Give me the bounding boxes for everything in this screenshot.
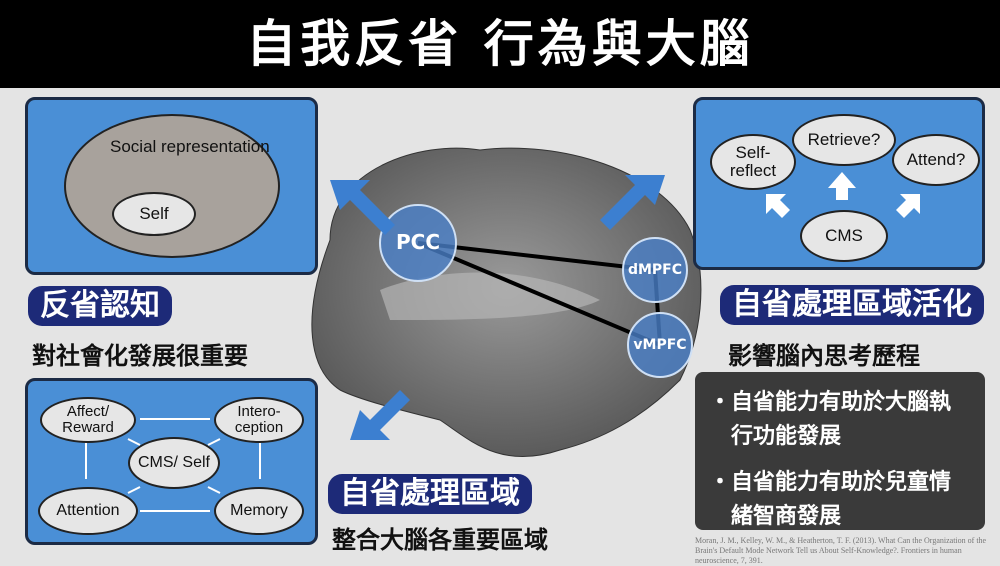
self-reflection-process-panel: Self- reflect Retrieve? Attend? CMS xyxy=(693,97,985,270)
connection-line xyxy=(417,241,661,347)
bullet-item: ・自省能力有助於兒童情緒智商發展 xyxy=(709,466,971,534)
cms-self-node: CMS/ Self xyxy=(128,437,220,489)
arrow-up-right-icon xyxy=(896,194,920,218)
self-processing-label: 自省處理區域 xyxy=(328,474,532,514)
arrow-up-right-icon xyxy=(600,175,665,230)
bullet-text: 自省能力有助於大腦執行功能發展 xyxy=(731,390,952,449)
arrow-up-left-icon xyxy=(330,180,395,235)
retrieve-node: Retrieve? xyxy=(792,114,896,166)
page-title: 自我反省 行為與大腦 xyxy=(0,0,1000,88)
arrow xyxy=(127,486,141,494)
arrow xyxy=(127,438,141,446)
arrow-up-icon xyxy=(828,172,856,200)
connection-line xyxy=(417,241,656,272)
dmpfc-region xyxy=(622,237,688,303)
bullet-mark: ・ xyxy=(709,470,732,495)
cms-node: CMS xyxy=(800,210,888,262)
self-processing-subtitle: 整合大腦各重要區域 xyxy=(332,526,548,554)
pcc-region xyxy=(379,204,457,282)
self-processing-activation-subtitle: 影響腦內思考歷程 xyxy=(728,342,920,370)
pcc-label: PCC xyxy=(395,230,440,254)
social-representation-panel: Social representation Self xyxy=(25,97,318,275)
arrow xyxy=(207,486,221,494)
reflection-cognition-label: 反省認知 xyxy=(28,286,172,326)
attend-node: Attend? xyxy=(892,134,980,186)
citation: Moran, J. M., Kelley, W. M., & Heatherto… xyxy=(695,536,987,565)
self-reflect-node: Self- reflect xyxy=(710,134,796,190)
self-ellipse: Self xyxy=(112,192,196,236)
vmpfc-region xyxy=(627,312,693,378)
dmpfc-label: dMPFC xyxy=(627,262,683,278)
arrow-down-left-icon xyxy=(350,390,410,440)
arrow-up-left-icon xyxy=(766,194,790,218)
bullet-mark: ・ xyxy=(709,390,732,415)
reflection-cognition-subtitle: 對社會化發展很重要 xyxy=(32,342,248,370)
affect-reward-node: Affect/ Reward xyxy=(40,397,136,443)
bullet-box: ・自省能力有助於大腦執行功能發展 ・自省能力有助於兒童情緒智商發展 xyxy=(695,372,985,530)
arrow xyxy=(207,438,221,446)
cms-network-panel: Affect/ Reward Intero- ception CMS/ Self… xyxy=(25,378,318,545)
bullet-text: 自省能力有助於兒童情緒智商發展 xyxy=(731,470,952,529)
social-representation-ellipse: Social representation xyxy=(64,114,280,258)
bullet-item: ・自省能力有助於大腦執行功能發展 xyxy=(709,386,971,454)
interoception-node: Intero- ception xyxy=(214,397,304,443)
self-processing-activation-label: 自省處理區域活化 xyxy=(720,285,984,325)
vmpfc-label: vMPFC xyxy=(633,337,687,353)
memory-node: Memory xyxy=(214,487,304,535)
attention-node: Attention xyxy=(38,487,138,535)
